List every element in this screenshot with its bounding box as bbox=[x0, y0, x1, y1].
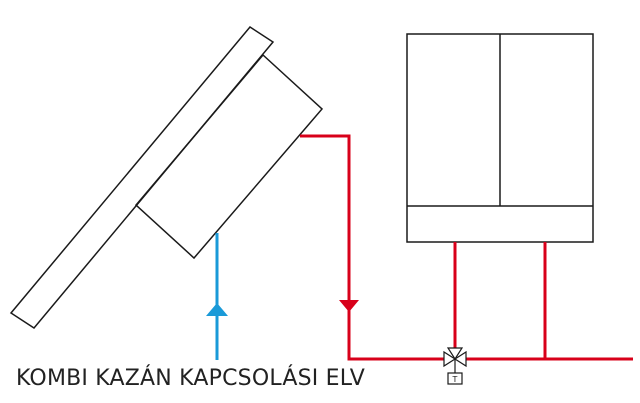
combi-boiler bbox=[406, 33, 594, 243]
three-way-valve-icon bbox=[443, 347, 467, 385]
valve-right-triangle bbox=[453, 350, 467, 368]
triangle-up-icon bbox=[206, 303, 228, 316]
valve-left-triangle bbox=[443, 350, 457, 368]
triangle-down-icon bbox=[339, 300, 359, 312]
hot-pipe-collector-to-valve bbox=[300, 134, 444, 361]
valve-actuator bbox=[447, 372, 463, 385]
collector-tank bbox=[134, 53, 324, 260]
hot-water-line bbox=[300, 134, 633, 361]
valve-label: T bbox=[452, 375, 458, 384]
valve-top-triangle bbox=[446, 347, 464, 361]
solar-collector bbox=[9, 26, 324, 329]
diagram-caption: KOMBI KAZÁN KAPCSOLÁSI ELV bbox=[16, 366, 366, 391]
collector-panel bbox=[9, 26, 275, 329]
